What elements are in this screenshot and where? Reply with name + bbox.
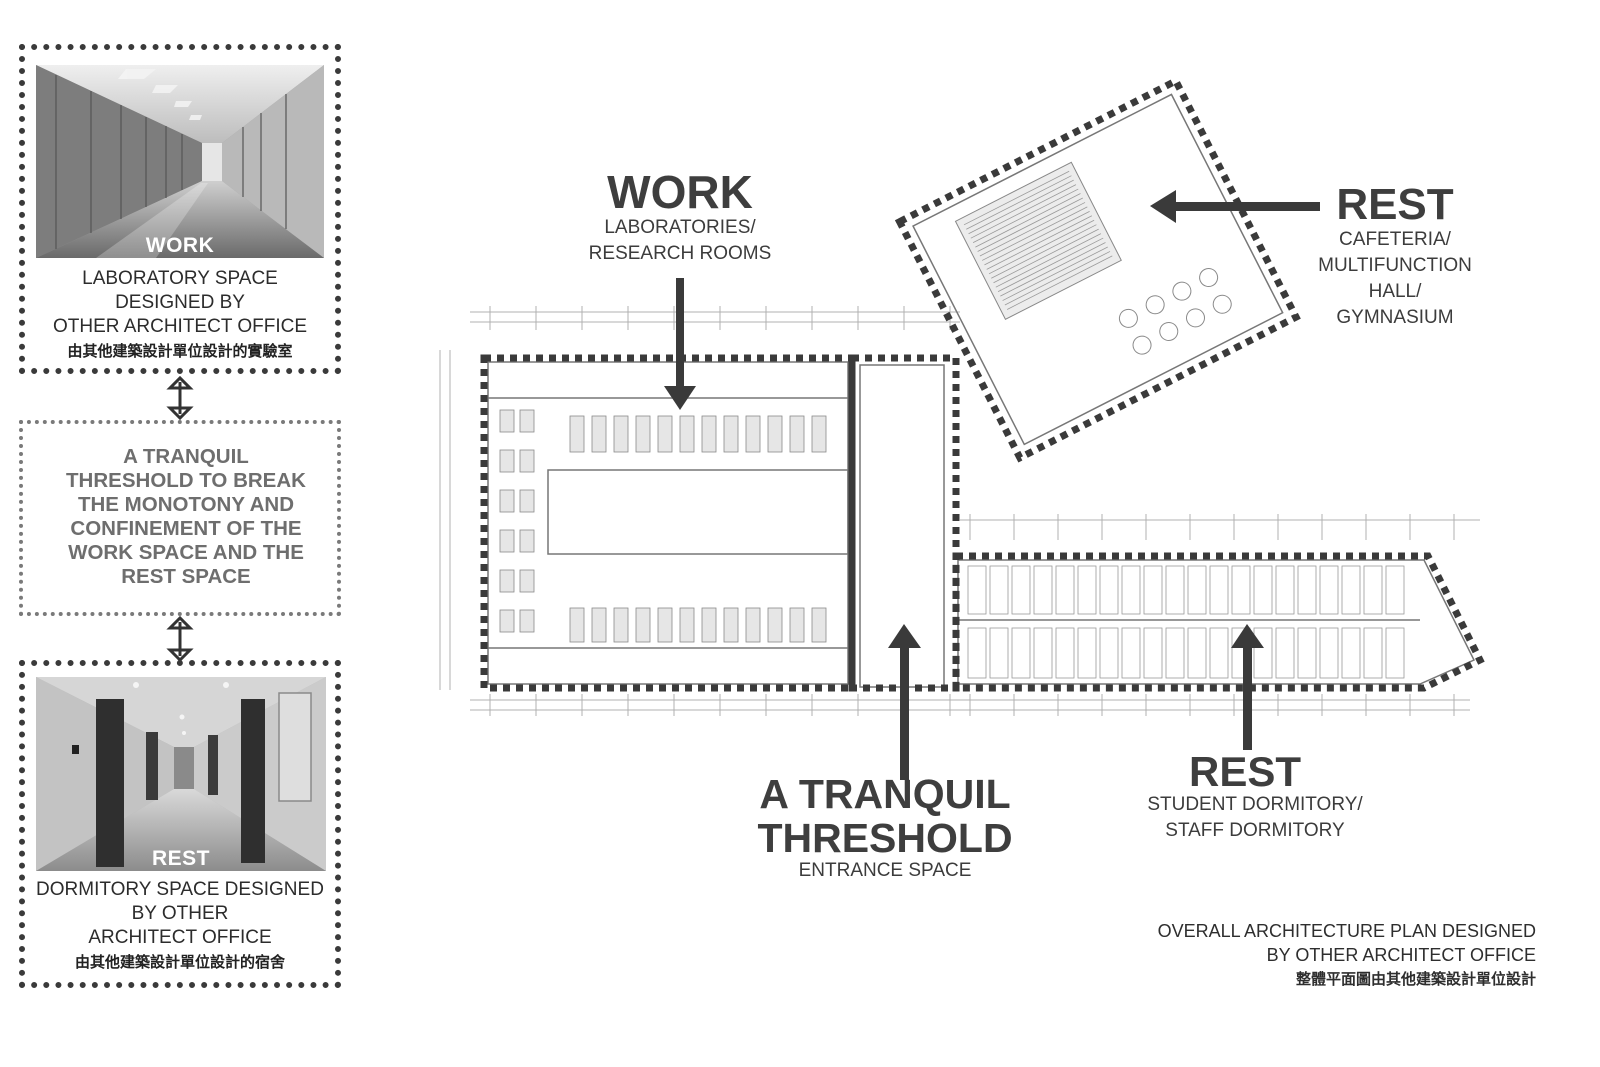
subtitle-line: STUDENT DORMITORY/ [1147,794,1363,815]
rest-bottom-title: REST [1188,748,1301,795]
cafeteria-block [894,76,1301,463]
rest-top-title: REST [1336,180,1454,229]
plan-credit-note: OVERALL ARCHITECTURE PLAN DESIGNED BY OT… [1100,919,1536,991]
subtitle-line: HALL/ [1368,281,1422,302]
caption-chinese: 由其他建築設計單位設計的宿舍 [74,953,285,971]
threshold-line: REST SPACE [121,565,251,588]
rest-top-arrow-shaft [1176,202,1320,211]
caption-line: DESIGNED BY [115,292,245,313]
caption-chinese: 由其他建築設計單位設計的實驗室 [67,342,293,360]
work-arrow-head [664,386,696,410]
work-zone-subtitle: LABORATORIES/ RESEARCH ROOMS [560,215,800,267]
rest-top-arrow-head [1150,190,1176,223]
threshold-arrow-head [888,624,921,648]
subtitle-line: LABORATORIES/ [604,217,756,238]
rest-bottom-arrow-shaft [1243,648,1252,750]
dormitory-corridor-photo: REST [36,677,326,871]
photo-label-rest: REST [151,847,210,870]
caption-line: BY OTHER [131,903,229,924]
note-line: OVERALL ARCHITECTURE PLAN DESIGNED [1157,921,1536,941]
photo-label-work: WORK [145,234,215,257]
subtitle-line: GYMNASIUM [1336,307,1454,328]
note-line: BY OTHER ARCHITECT OFFICE [1266,945,1536,965]
rest-bottom-arrow-head [1231,624,1264,648]
double-arrow-icon [166,376,194,420]
threshold-arrow-shaft [900,648,909,780]
rest-bottom-subtitle: STUDENT DORMITORY/ STAFF DORMITORY [1115,792,1395,844]
subtitle-line: STAFF DORMITORY [1165,820,1345,841]
threshold-description: A TRANQUIL THRESHOLD TO BREAK THE MONOTO… [36,445,336,589]
work-zone-title: WORK [607,166,753,218]
threshold-subtitle: ENTRANCE SPACE [798,860,972,881]
subtitle-line: CAFETERIA/ [1339,229,1451,250]
threshold-card [19,420,341,616]
subtitle-line: MULTIFUNCTION [1318,255,1472,276]
subtitle-line: RESEARCH ROOMS [588,243,772,264]
threshold-title: A TRANQUIL THRESHOLD [730,772,1040,860]
title-line: THRESHOLD [757,815,1013,861]
caption-line: ARCHITECT OFFICE [88,927,272,948]
threshold-line: CONFINEMENT OF THE [70,517,302,540]
rest-top-subtitle: CAFETERIA/ MULTIFUNCTION HALL/ GYMNASIUM [1290,227,1500,331]
double-arrow-icon [166,616,194,662]
title-line: A TRANQUIL [759,771,1011,817]
threshold-line: THE MONOTONY AND [77,493,295,516]
dorm-zone-outline [952,552,1485,692]
threshold-line: WORK SPACE AND THE [68,541,304,564]
caption-line: DORMITORY SPACE DESIGNED [36,879,324,900]
threshold-line: THRESHOLD TO BREAK [66,469,306,492]
note-chinese: 整體平面圖由其他建築設計單位設計 [1295,970,1536,988]
work-card-caption: LABORATORY SPACE DESIGNED BY OTHER ARCHI… [30,267,330,363]
work-arrow-shaft [676,278,684,386]
threshold-line: A TRANQUIL [123,445,249,468]
laboratory-corridor-photo: WORK [36,65,324,258]
work-card [19,44,341,374]
caption-line: OTHER ARCHITECT OFFICE [52,316,308,337]
rest-card-caption: DORMITORY SPACE DESIGNED BY OTHER ARCHIT… [30,878,330,974]
caption-line: LABORATORY SPACE [82,268,278,289]
rest-card [19,660,341,988]
dormitory-block [957,559,1476,685]
laboratory-block [487,361,945,688]
